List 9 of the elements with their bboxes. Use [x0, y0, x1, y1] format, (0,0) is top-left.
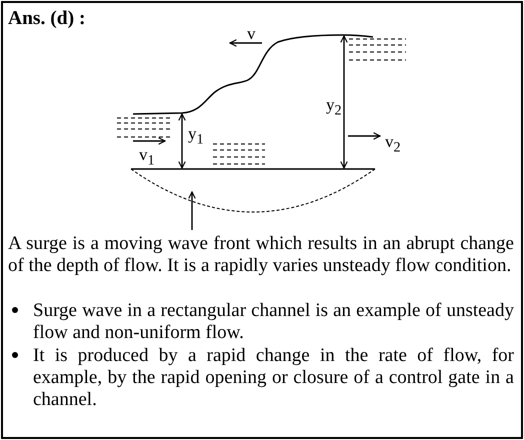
answer-heading: Ans. (d) : — [8, 9, 86, 29]
variable-label: y$_{1}$ — [188, 125, 204, 148]
variable-label: v$_{2}$ — [385, 133, 401, 156]
paragraph: A surge is a moving wave front which results in an abrupt change of the depth of flow. It is a rapidly varies unsteady flow condition. — [8, 233, 514, 277]
bullet-text: Surge wave in a rectangular channel is an example of unsteady flow and non-uniform flow. — [33, 300, 514, 344]
variable-label: v$_{1}$ — [139, 146, 155, 170]
bullet-text: It is produced by a rapid change in the rate of flow, for example, by the rapid opening or closure of a control gate in a channel. — [33, 345, 514, 411]
variable-label: y$_{2}$ — [326, 96, 342, 120]
variable-label: v — [247, 25, 256, 42]
